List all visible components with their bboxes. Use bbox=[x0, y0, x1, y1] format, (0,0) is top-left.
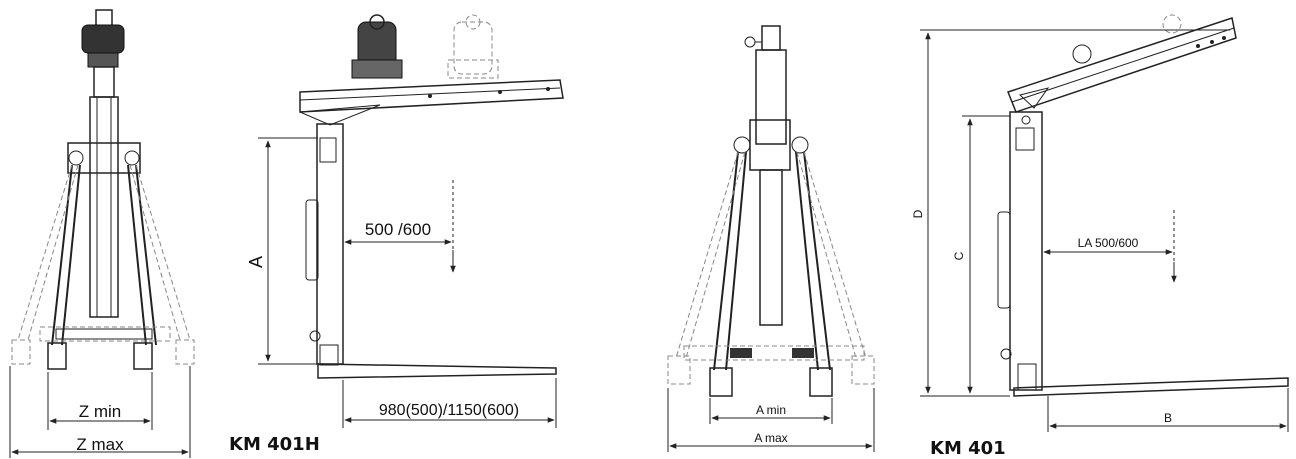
z-min-label: Z min bbox=[79, 402, 122, 421]
d-dimension-label: D bbox=[911, 209, 925, 218]
b-dimension-label: B bbox=[1164, 411, 1172, 425]
km401-side-view bbox=[920, 14, 1289, 432]
a-max-label: A max bbox=[754, 431, 787, 445]
load-center-label: 500 /600 bbox=[365, 220, 431, 239]
km401h-side-view bbox=[258, 14, 564, 428]
z-max-label: Z max bbox=[76, 435, 124, 454]
km401-caption: KM 401 bbox=[930, 438, 1006, 459]
km401-front-view bbox=[667, 25, 875, 452]
la-label: LA 500/600 bbox=[1078, 236, 1139, 250]
c-dimension-label: C bbox=[952, 251, 966, 260]
km401h-caption: KM 401H bbox=[229, 434, 320, 455]
fork-length-label: 980(500)/1150(600) bbox=[379, 402, 519, 419]
a-min-label: A min bbox=[756, 403, 786, 417]
km401h-front-view bbox=[9, 9, 195, 458]
a-dimension-label: A bbox=[246, 256, 266, 268]
